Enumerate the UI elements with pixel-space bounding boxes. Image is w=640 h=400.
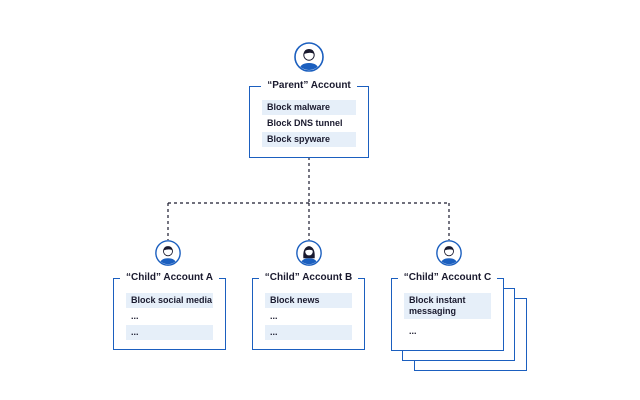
parent-policy-item: Block spyware xyxy=(262,132,356,147)
child-account-c-title: “Child” Account C xyxy=(397,272,498,283)
parent-policy-item: Block DNS tunnel xyxy=(267,118,343,128)
child-c-policy-item: ... xyxy=(409,326,417,336)
parent-policy-item: Block malware xyxy=(262,100,356,115)
child-account-a-title: “Child” Account A xyxy=(119,272,220,283)
child-account-b-box: “Child” Account B Block news ... ... xyxy=(252,272,365,350)
child-c-avatar-icon xyxy=(436,240,462,266)
child-a-policy-item: Block social media xyxy=(126,293,213,308)
parent-account-box: “Parent” Account Block malware Block DNS… xyxy=(249,80,369,158)
child-b-avatar-icon xyxy=(296,240,322,266)
child-b-policy-item: ... xyxy=(265,325,352,340)
child-account-a-box: “Child” Account A Block social media ...… xyxy=(113,272,226,350)
child-b-policy-item: Block news xyxy=(265,293,352,308)
child-c-policy-item: Block instant messaging xyxy=(404,293,491,319)
parent-avatar-icon xyxy=(294,42,324,72)
child-a-avatar-icon xyxy=(155,240,181,266)
child-account-b-title: “Child” Account B xyxy=(258,272,359,283)
child-a-policy-item: ... xyxy=(126,325,213,340)
child-account-c-box: “Child” Account C Block instant messagin… xyxy=(391,272,504,351)
parent-account-title: “Parent” Account xyxy=(261,80,357,91)
child-b-policy-item: ... xyxy=(270,311,278,321)
child-a-policy-item: ... xyxy=(131,311,139,321)
